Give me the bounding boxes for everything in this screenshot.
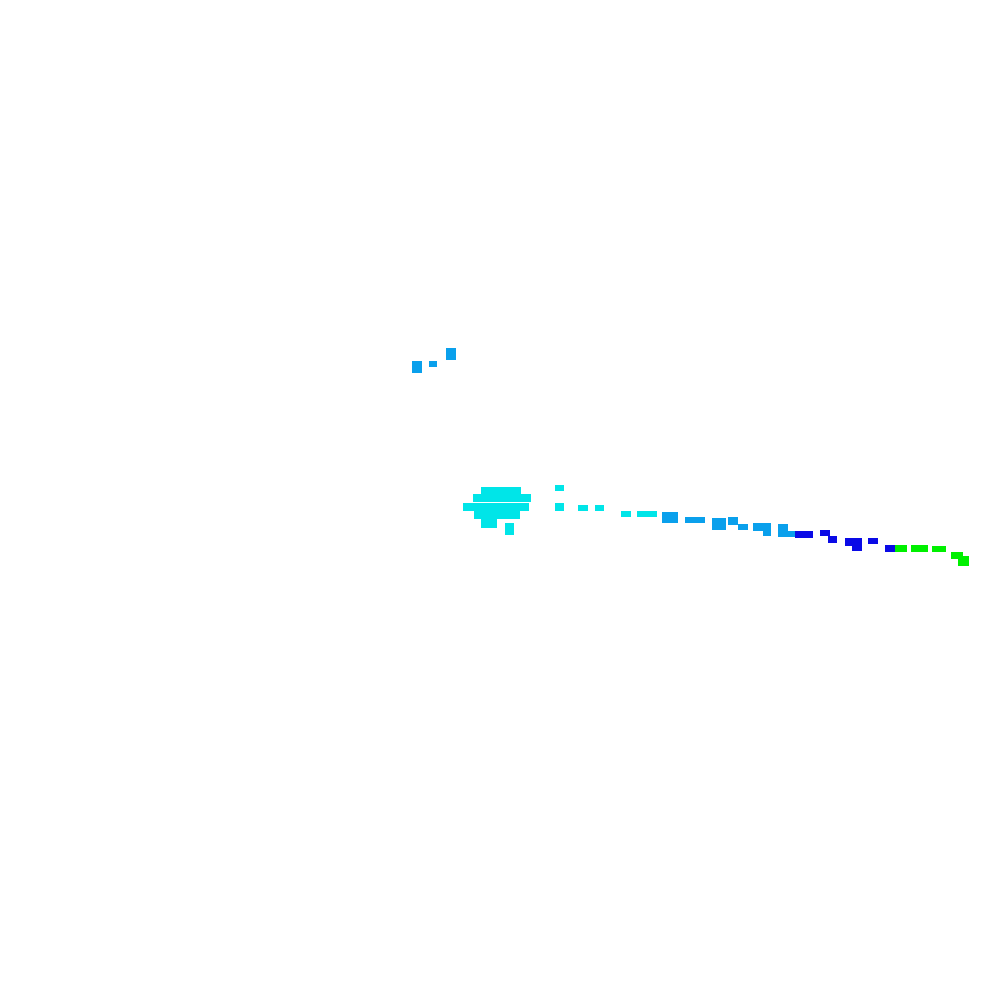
upper-left-specks-pixel (446, 348, 456, 360)
upper-left-specks-pixel (412, 361, 422, 373)
cyan-blob-pixel (474, 511, 520, 519)
cyan-blob-pixel (481, 487, 521, 495)
upper-left-specks (412, 348, 456, 373)
deep-blue-trail-pixel (845, 538, 862, 546)
deep-blue-trail-pixel (868, 538, 878, 544)
cyan-trail (621, 511, 657, 517)
light-blue-trail-pixel (788, 531, 798, 537)
cyan-trail-pixel (621, 511, 631, 517)
cyan-blob-pixel (505, 523, 514, 535)
green-trail (895, 545, 969, 566)
cyan-blob-pixel (481, 519, 497, 528)
cyan-trail-pixel (637, 511, 657, 517)
deep-blue-trail-pixel (885, 545, 897, 552)
cyan-blob (463, 485, 604, 535)
green-trail-pixel (895, 545, 907, 552)
light-blue-trail-pixel (728, 517, 738, 525)
cyan-blob-pixel (473, 494, 531, 502)
deep-blue-trail (795, 530, 897, 552)
deep-blue-trail-pixel (795, 531, 813, 538)
cyan-blob-pixel (555, 485, 564, 491)
light-blue-trail-pixel (662, 512, 678, 523)
light-blue-trail-pixel (685, 517, 705, 523)
light-blue-trail-pixel (763, 530, 771, 536)
green-trail-pixel (932, 546, 946, 552)
upper-left-specks-pixel (429, 361, 437, 367)
light-blue-trail-pixel (738, 524, 748, 530)
deep-blue-trail-pixel (852, 545, 862, 551)
light-blue-trail-pixel (712, 518, 726, 530)
light-blue-trail-pixel (753, 523, 771, 531)
cyan-blob-pixel (463, 503, 529, 511)
cyan-blob-pixel (578, 505, 588, 511)
cyan-blob-pixel (555, 503, 564, 511)
green-trail-pixel (951, 552, 963, 559)
deep-blue-trail-pixel (820, 530, 830, 536)
light-blue-trail-pixel (778, 524, 788, 537)
light-blue-trail (662, 512, 798, 537)
cyan-blob-pixel (595, 505, 604, 511)
deep-blue-trail-pixel (828, 536, 837, 543)
green-trail-pixel (958, 556, 969, 566)
green-trail-pixel (911, 545, 928, 552)
